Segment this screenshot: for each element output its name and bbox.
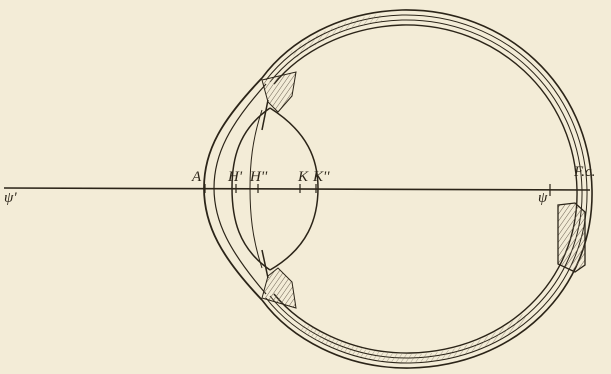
label-A: A [191,169,202,185]
ciliary-body-lower [262,250,296,308]
ciliary-body-upper [262,72,296,130]
label-K-double-prime: K'' [312,169,330,185]
label-K: K [297,169,309,185]
sclera-shading [290,14,528,362]
label-fovea-centralis: F.c. [573,164,595,180]
label-psi-prime: ψ' [4,190,17,206]
label-psi: ψ [538,190,548,206]
label-H-double-prime: H'' [249,169,268,185]
label-H-prime: H' [227,169,243,185]
optical-axis [4,188,590,190]
optic-nerve [558,203,585,272]
